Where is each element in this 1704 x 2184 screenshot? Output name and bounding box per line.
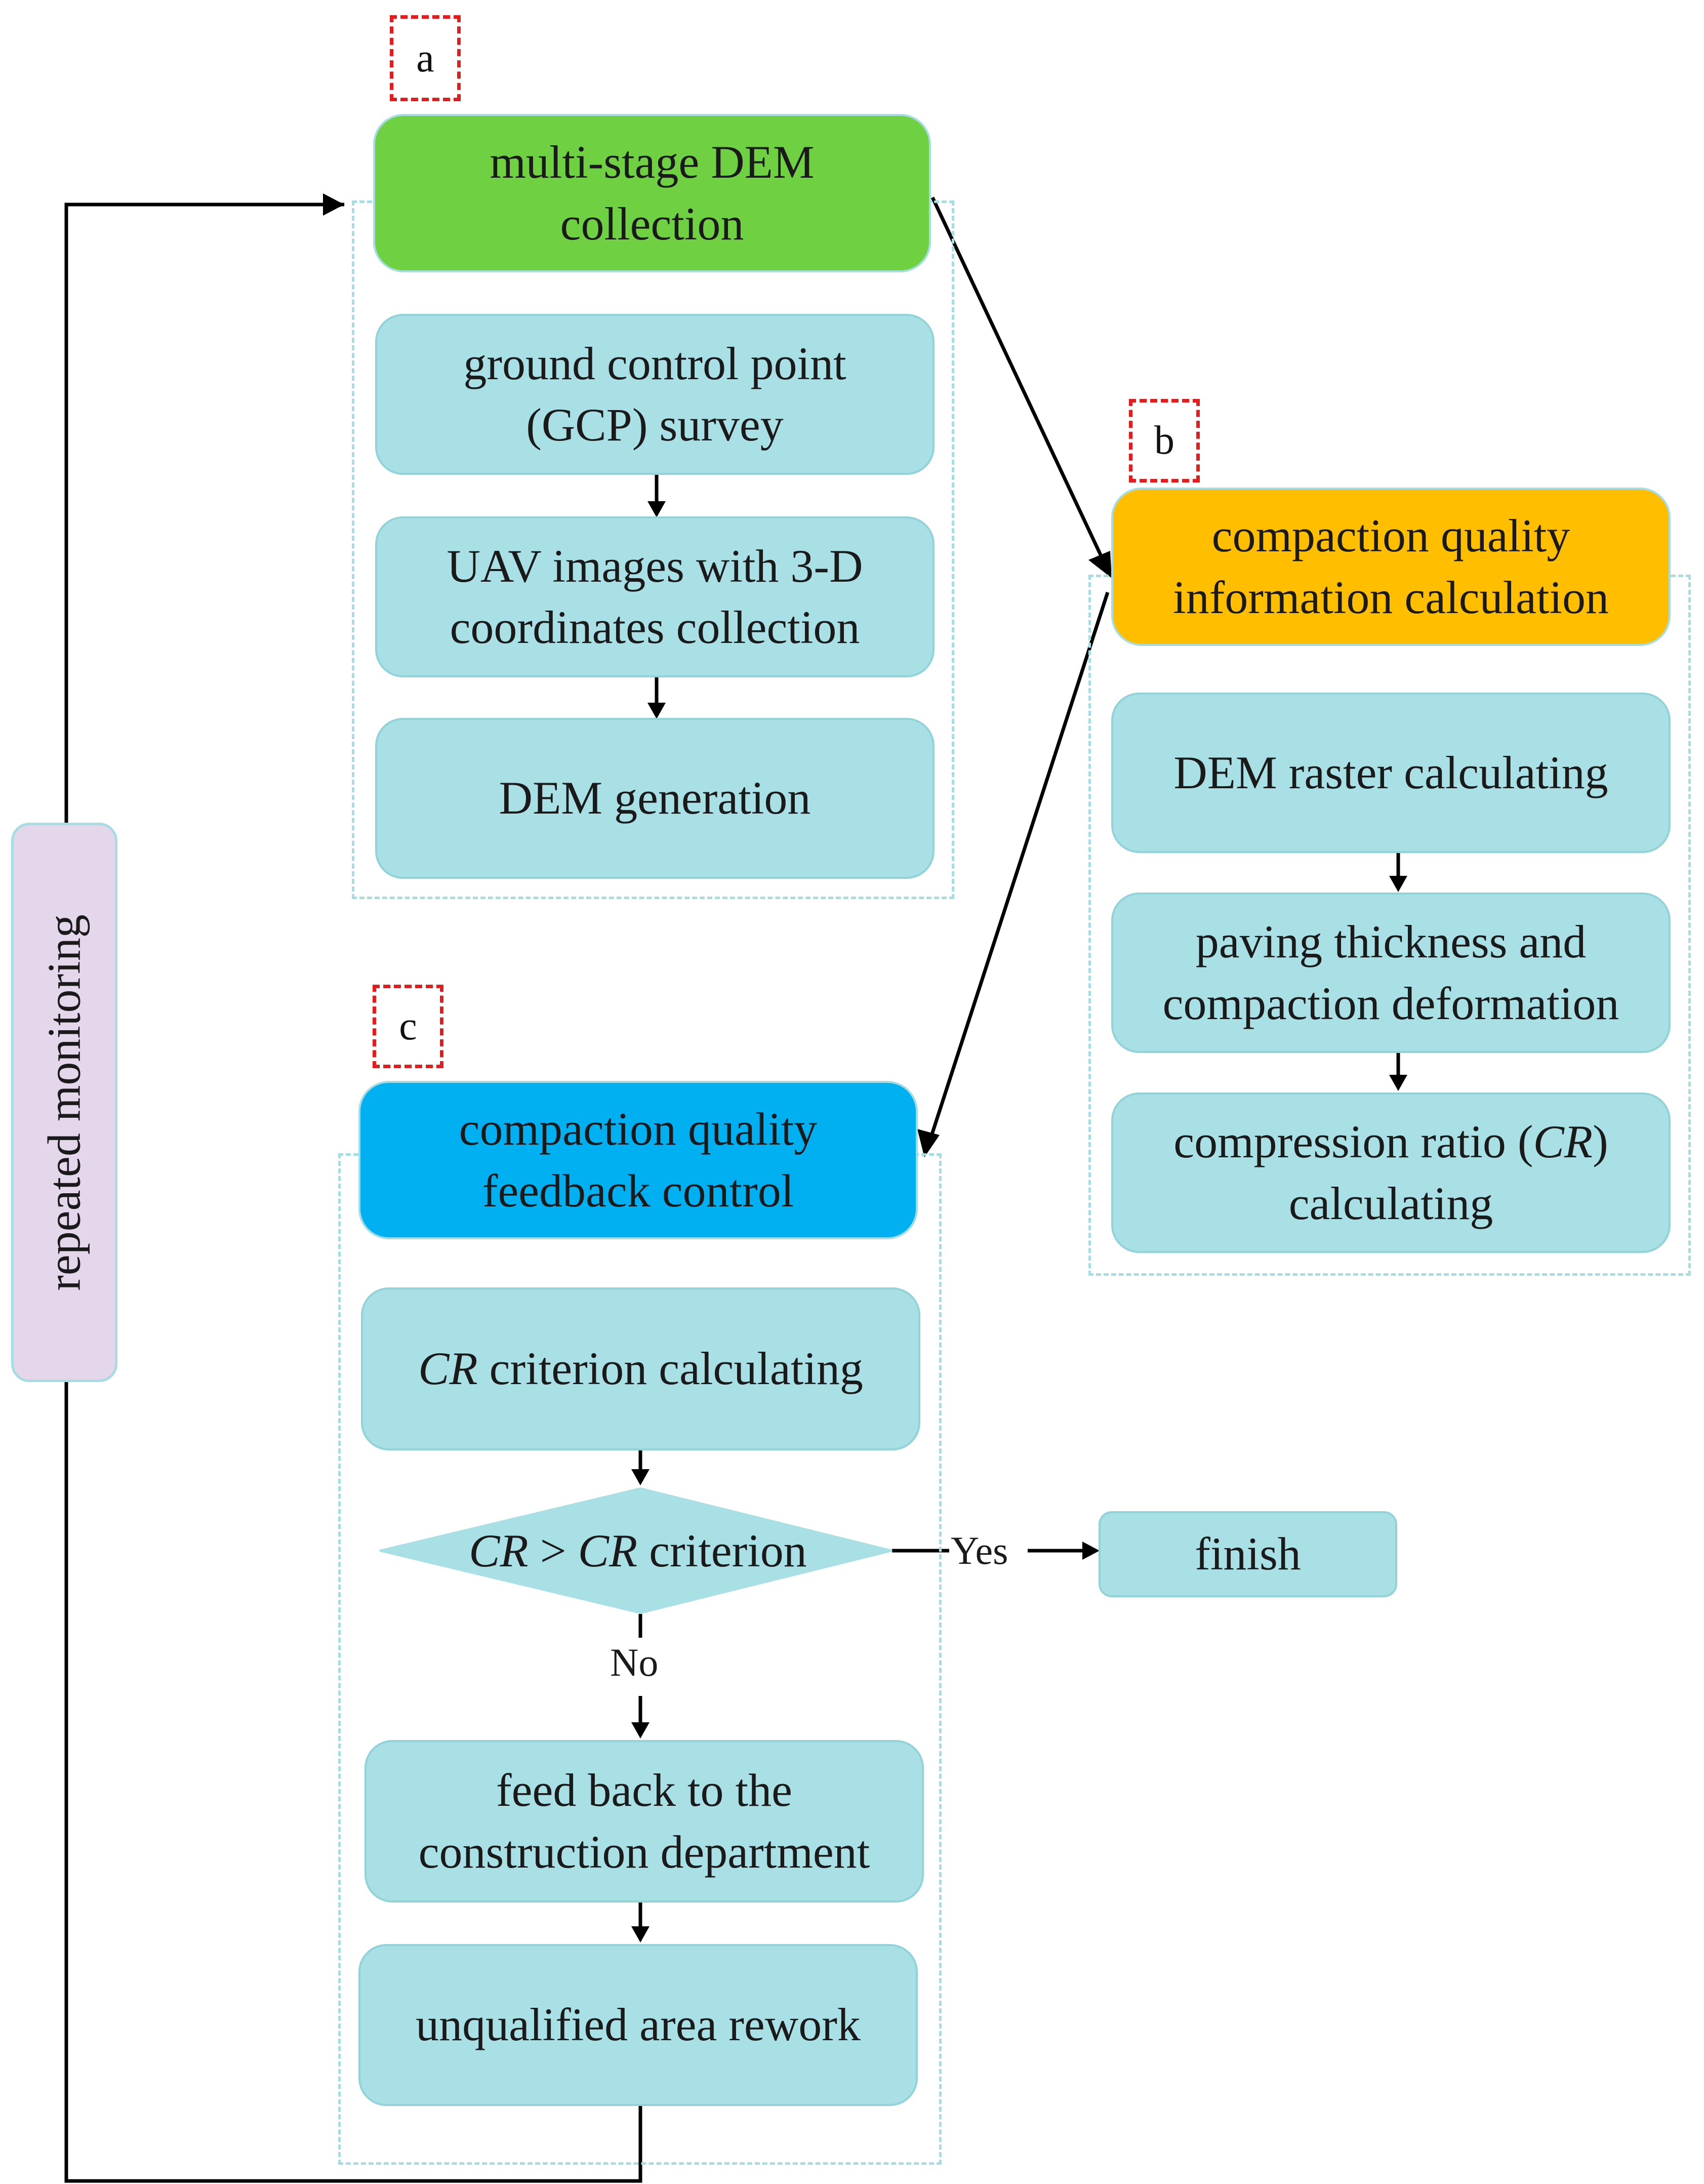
tag-c: c [373, 985, 443, 1068]
stage-b-header: compaction quality information calculati… [1111, 488, 1671, 646]
arrowhead-c1 [631, 1469, 650, 1485]
arrow-b-to-c [925, 591, 1110, 1149]
tag-b: b [1129, 399, 1200, 482]
compression-ratio-line-1: compression ratio (CR) [1173, 1111, 1608, 1172]
dem-raster-step: DEM raster calculating [1111, 693, 1671, 853]
tag-a: a [390, 15, 461, 101]
dem-generation-step: DEM generation [375, 718, 935, 879]
stage-c-header-line-2: feedback control [482, 1164, 794, 1217]
uav-images-line-2: coordinates collection [450, 601, 860, 653]
paving-thickness-line-2: compaction deformation [1162, 977, 1619, 1029]
loop-line-upper [64, 202, 345, 823]
dem-generation-text: DEM generation [499, 772, 811, 824]
cr-criterion-rest: criterion calculating [477, 1343, 863, 1395]
decision-text: CR > CR criterion [415, 1519, 861, 1583]
gcp-survey-line-1: ground control point [463, 337, 846, 389]
stage-a-header: multi-stage DEM collection [373, 114, 931, 272]
arrow-a-to-b [930, 196, 1111, 573]
stage-a-header-line-1: multi-stage DEM [490, 136, 815, 188]
decision-diamond [379, 1487, 892, 1614]
rework-step: unqualified area rework [358, 1944, 918, 2106]
arrowhead-yes [1082, 1542, 1100, 1560]
stage-c-header-line-1: compaction quality [459, 1103, 818, 1155]
yes-label: Yes [951, 1528, 1008, 1572]
rework-text: unqualified area rework [416, 1999, 861, 2051]
arrowhead-c3 [631, 1926, 650, 1943]
decision-cr-2: CR [578, 1525, 638, 1576]
repeated-monitoring-label: repeated monitoring [11, 823, 117, 1382]
uav-images-line-1: UAV images with 3-D [447, 540, 863, 592]
loop-arrowhead [323, 193, 344, 216]
arrowhead-a2 [647, 703, 666, 719]
compression-ratio-step: compression ratio (CR) calculating [1111, 1093, 1671, 1253]
gcp-survey-step: ground control point (GCP) survey [375, 314, 935, 475]
arrowhead-a-to-b [1088, 551, 1112, 578]
compression-ratio-text: compression ratio ( [1173, 1116, 1533, 1168]
loop-line [64, 1382, 642, 2183]
compression-ratio-cr: CR [1533, 1116, 1593, 1168]
feedback-line-2: construction department [418, 1826, 870, 1878]
stage-c-header: compaction quality feedback control [358, 1081, 918, 1239]
gcp-survey-line-2: (GCP) survey [526, 399, 784, 451]
uav-images-step: UAV images with 3-D coordinates collecti… [375, 516, 935, 677]
cr-criterion-text: CR criterion calculating [418, 1338, 863, 1399]
no-label: No [610, 1640, 659, 1684]
arrowhead-b-to-c [917, 1129, 940, 1157]
paving-thickness-line-1: paving thickness and [1195, 916, 1587, 968]
cr-criterion-step: CR criterion calculating [361, 1287, 920, 1450]
decision-criterion: criterion [637, 1525, 807, 1576]
decision-cr-1: CR [469, 1525, 529, 1576]
repeated-monitoring-text: repeated monitoring [38, 914, 91, 1291]
compression-ratio-close: ) [1593, 1116, 1608, 1168]
feedback-line-1: feed back to the [496, 1764, 792, 1816]
cr-criterion-cr: CR [418, 1343, 478, 1395]
arrowhead-b1 [1389, 876, 1407, 892]
arrowhead-b2 [1389, 1075, 1407, 1091]
compression-ratio-line-2: calculating [1288, 1177, 1493, 1229]
finish-text: finish [1195, 1528, 1301, 1580]
finish-box: finish [1099, 1511, 1397, 1597]
stage-b-header-line-2: information calculation [1173, 571, 1609, 623]
decision-gt: > [528, 1525, 578, 1576]
paving-thickness-step: paving thickness and compaction deformat… [1111, 893, 1671, 1053]
dem-raster-text: DEM raster calculating [1173, 746, 1608, 798]
stage-a-header-line-2: collection [560, 197, 744, 250]
arrowhead-a1 [647, 501, 666, 517]
feedback-step: feed back to the construction department [364, 1740, 924, 1903]
arrowhead-c2 [631, 1722, 650, 1738]
stage-b-header-line-1: compaction quality [1211, 510, 1570, 562]
